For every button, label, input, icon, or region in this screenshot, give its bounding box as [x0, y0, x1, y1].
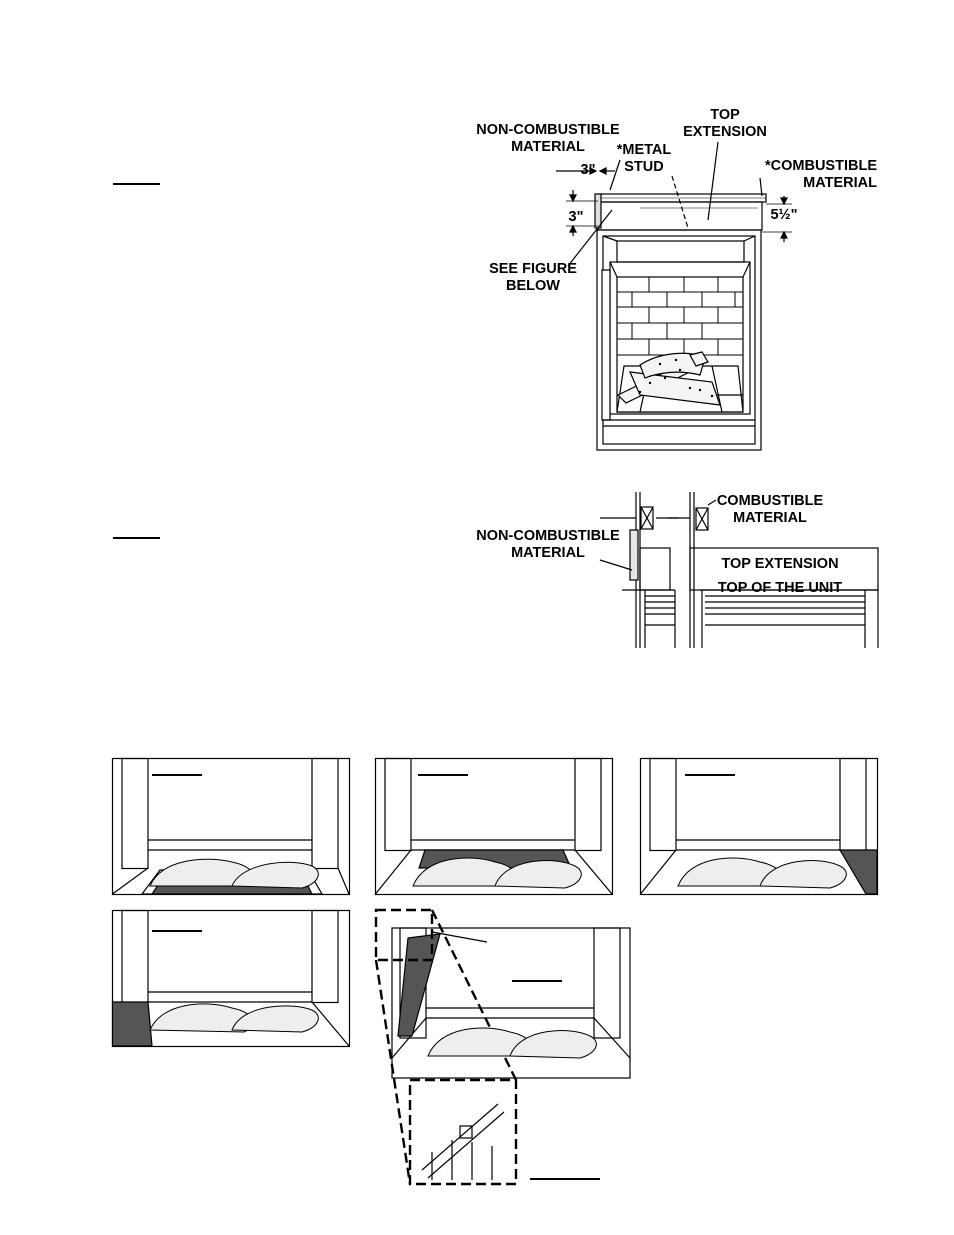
detail-label-top-extension: TOP EXTENSION	[721, 556, 839, 572]
dimension-left-horizontal: 3"	[580, 162, 596, 178]
log-panel-1	[111, 757, 351, 896]
label-non-combustible-material: NON-COMBUSTIBLE MATERIAL	[476, 122, 620, 155]
fireplace-front-drawing	[556, 141, 792, 451]
log-panel-4	[111, 909, 351, 1048]
dimension-right-vertical: 5½"	[770, 207, 798, 223]
log-panel-5	[374, 908, 631, 1186]
dimension-left-vertical: 3"	[568, 209, 584, 225]
detail-label-top-of-the-unit: TOP OF THE UNIT	[717, 580, 843, 596]
label-combustible-material: *COMBUSTIBLE MATERIAL	[765, 158, 877, 191]
log-panel-2	[374, 757, 614, 896]
label-metal-stud: *METAL STUD	[616, 142, 672, 175]
section-rule-1	[113, 183, 160, 185]
label-top-extension: TOP EXTENSION	[683, 107, 767, 140]
detail-drawing	[599, 492, 879, 648]
log-panel-3	[639, 757, 879, 896]
detail-label-non-combustible-material: NON-COMBUSTIBLE MATERIAL	[476, 528, 620, 561]
label-see-figure-below: SEE FIGURE BELOW	[489, 261, 577, 294]
section-rule-2	[113, 537, 160, 539]
detail-label-combustible-material: COMBUSTIBLE MATERIAL	[716, 493, 824, 526]
